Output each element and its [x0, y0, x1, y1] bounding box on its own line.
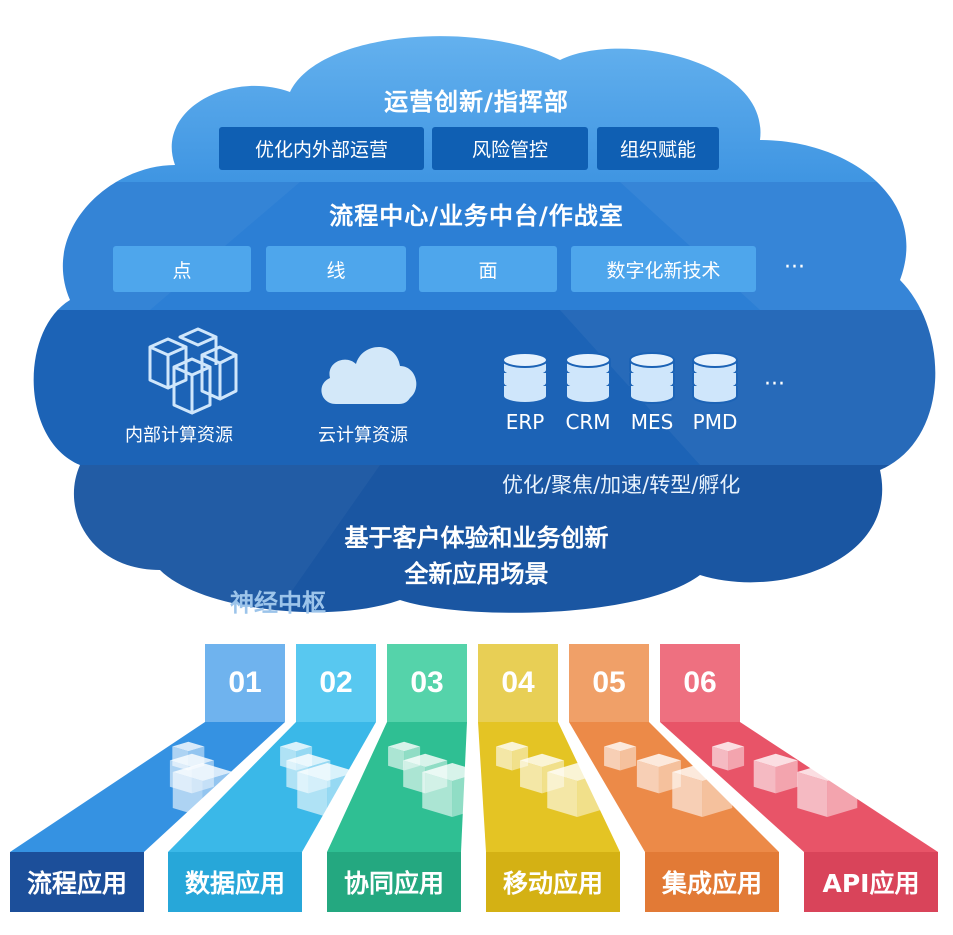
- app-label-bg: [10, 852, 144, 912]
- app-path: [168, 722, 376, 852]
- cube-icon: [712, 741, 745, 771]
- cube-icon: [172, 763, 233, 817]
- layer1-item-org: 组织赋能: [597, 127, 719, 170]
- app-number-02: 02: [296, 644, 376, 722]
- database-label: MES: [630, 410, 674, 434]
- database-label: ERP: [505, 410, 545, 434]
- database-label: PMD: [692, 410, 738, 434]
- layer4-line1: 基于客户体验和业务创新: [344, 524, 609, 552]
- app-label-04: 移动应用: [502, 869, 603, 898]
- app-label-02: 数据应用: [184, 869, 285, 898]
- layer2-item-line: 线: [266, 246, 406, 292]
- app-label-bg: [486, 852, 620, 912]
- hub-label: 神经中枢: [230, 589, 326, 617]
- resource-internal-label: 内部计算资源: [125, 425, 233, 446]
- app-label-05: 集成应用: [661, 869, 762, 898]
- app-path: [10, 722, 285, 852]
- layer2-item-point: 点: [113, 246, 251, 292]
- database-icon: [692, 352, 738, 404]
- layer2-item-plane: 面: [419, 246, 557, 292]
- app-label-bg: [645, 852, 779, 912]
- layer3-caption: 优化/聚焦/加速/转型/孵化: [502, 473, 741, 497]
- layer4-line2: 全新应用场景: [404, 560, 549, 588]
- layer1-title: 运营创新/指挥部: [384, 88, 569, 116]
- resource-cloud-label: 云计算资源: [318, 425, 408, 446]
- app-label-01: 流程应用: [26, 869, 127, 898]
- layer2-item-digital: 数字化新技术: [571, 246, 756, 292]
- layer3-ellipsis: ···: [764, 372, 785, 397]
- app-path: [327, 722, 467, 852]
- database-label: CRM: [565, 410, 611, 434]
- app-number-04: 04: [478, 644, 558, 722]
- cube-icon: [604, 741, 637, 771]
- layer2-ellipsis: ···: [784, 255, 805, 280]
- cloud-icon: [321, 347, 417, 404]
- database-icon: [502, 352, 548, 404]
- cube-icon: [797, 763, 858, 817]
- app-label-bg: [168, 852, 302, 912]
- cube-icon: [753, 753, 798, 794]
- database-icon: [629, 352, 675, 404]
- cube-icon: [422, 763, 483, 817]
- app-label-bg: [804, 852, 938, 912]
- app-number-03: 03: [387, 644, 467, 722]
- app-number-05: 05: [569, 644, 649, 722]
- app-label-06: API应用: [822, 869, 920, 898]
- cubes-icon: [148, 327, 238, 415]
- app-label-bg: [327, 852, 461, 912]
- app-number-06: 06: [660, 644, 740, 722]
- layer2-title: 流程中心/业务中台/作战室: [329, 202, 624, 230]
- layer1-item-risk: 风险管控: [432, 127, 588, 170]
- database-icon: [565, 352, 611, 404]
- layer1-item-operations: 优化内外部运营: [219, 127, 424, 170]
- app-label-03: 协同应用: [343, 869, 444, 898]
- app-number-01: 01: [205, 644, 285, 722]
- cube-icon: [547, 763, 608, 817]
